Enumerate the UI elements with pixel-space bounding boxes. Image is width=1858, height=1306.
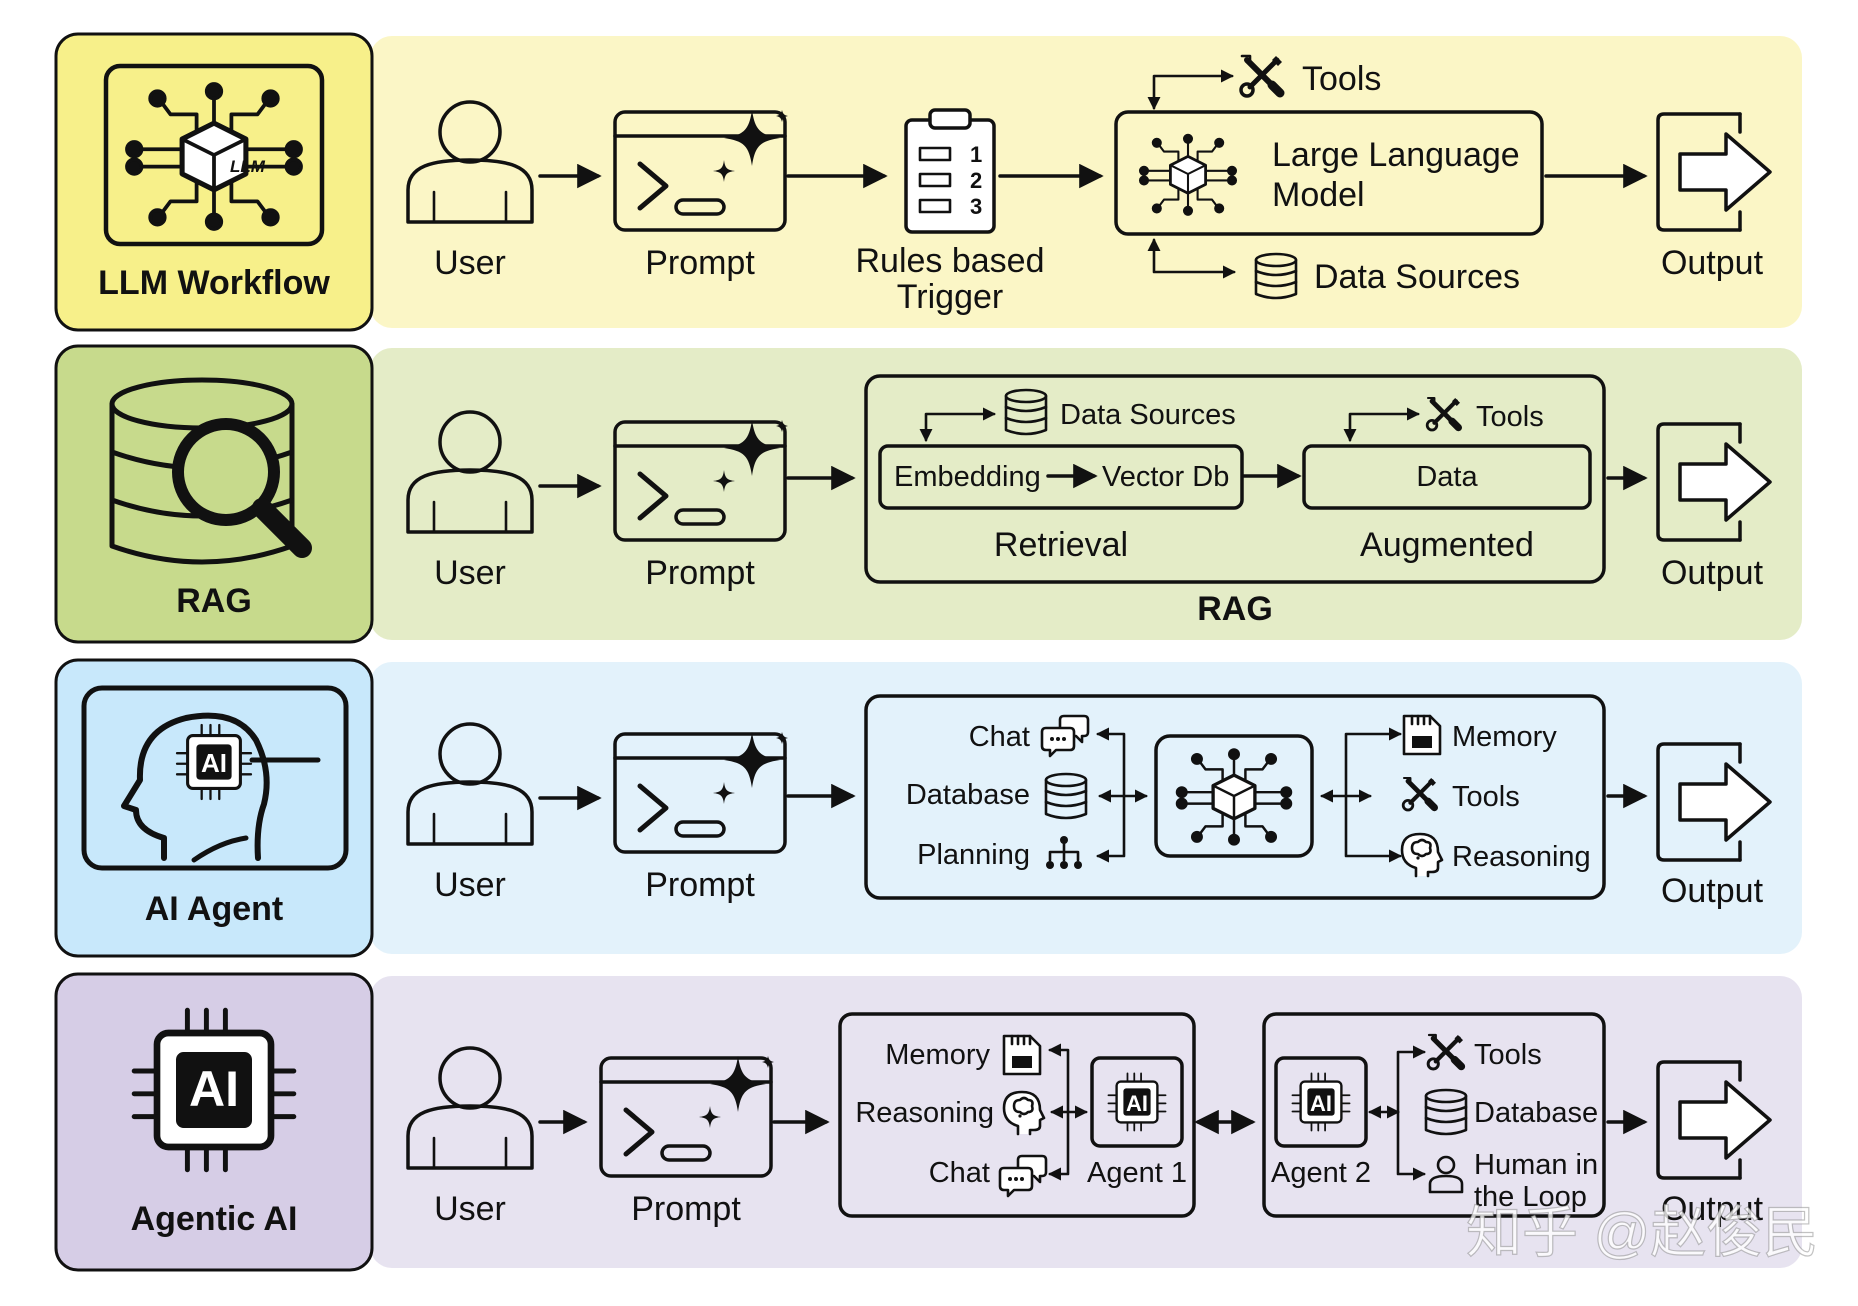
data-label: Data	[1416, 461, 1478, 493]
memory-icon	[1002, 1034, 1042, 1076]
row-band	[370, 36, 1802, 328]
data-sources-label: Data Sources	[1060, 399, 1236, 431]
tools-label: Tools	[1474, 1039, 1542, 1071]
rag-database-search-icon	[109, 377, 312, 565]
llm-network-icon: LLM	[103, 63, 325, 247]
tools-connector	[1147, 69, 1234, 110]
user-label: User	[434, 866, 506, 904]
row-tile	[54, 658, 374, 958]
memory-icon	[1402, 714, 1442, 756]
prompt-label: Prompt	[645, 866, 755, 904]
llm-label-line2: Model	[1272, 176, 1365, 214]
human-label-line1: Human in	[1474, 1149, 1598, 1181]
output-label: Output	[1661, 244, 1764, 282]
rule-num-2: 2	[970, 168, 982, 193]
output-label: Output	[1661, 872, 1764, 910]
reasoning-label: Reasoning	[1452, 841, 1591, 873]
database-label: Database	[906, 779, 1030, 811]
memory-label: Memory	[885, 1039, 990, 1071]
agent2-box	[1262, 1012, 1606, 1218]
tile-chip-label: AI	[189, 1061, 239, 1117]
user-label: User	[434, 244, 506, 282]
vector-db-label: Vector Db	[1102, 461, 1229, 493]
agent2-label: Agent 2	[1271, 1157, 1371, 1189]
agent-box	[864, 694, 1606, 900]
row-ai-agent: AI AI Agent User Prompt Chat Database Pl…	[54, 658, 1802, 958]
output-label: Output	[1661, 554, 1764, 592]
augmented-label: Augmented	[1360, 526, 1534, 564]
tools-label: Tools	[1476, 401, 1544, 433]
agent1-box	[838, 1012, 1196, 1218]
augmented-box	[1302, 444, 1592, 510]
chat-label: Chat	[969, 721, 1030, 753]
tile-chip-label: AI	[201, 748, 227, 778]
output-label: Output	[1661, 1190, 1764, 1228]
tools-label: Tools	[1452, 781, 1520, 813]
tile-chip-label: LLM	[230, 157, 266, 176]
watermark: 知乎 @赵俊民	[1466, 1201, 1818, 1264]
user-label: User	[434, 554, 506, 592]
chat-label: Chat	[929, 1157, 990, 1189]
tools-label: Tools	[1302, 60, 1381, 98]
right-bracket	[1344, 727, 1402, 863]
tools-connector	[1343, 407, 1420, 442]
agent1-label: Agent 1	[1087, 1157, 1187, 1189]
agent-core-box	[1154, 734, 1314, 858]
row-agentic-ai: AI Agentic AI User Prompt Memory Reasoni…	[54, 972, 1802, 1272]
reasoning-label: Reasoning	[855, 1097, 994, 1129]
embedding-label: Embedding	[894, 461, 1041, 493]
rule-num-3: 3	[970, 194, 982, 219]
row-llm-workflow: LLM LLM Workflow User Prompt 1 2 3 Rules…	[54, 32, 1802, 332]
user-label: User	[434, 1190, 506, 1228]
row-title: Agentic AI	[131, 1200, 298, 1238]
agent2-bracket	[1396, 1045, 1426, 1181]
prompt-label: Prompt	[645, 554, 755, 592]
rag-process-box	[864, 374, 1606, 584]
row-title: LLM Workflow	[98, 264, 330, 302]
memory-label: Memory	[1452, 721, 1557, 753]
rules-label-line2: Trigger	[897, 278, 1003, 316]
retrieval-box	[878, 444, 1244, 510]
row-title: AI Agent	[145, 890, 284, 928]
row-band	[370, 348, 1802, 640]
retrieval-label: Retrieval	[994, 526, 1128, 564]
agent1-chip-frame	[1090, 1056, 1184, 1148]
rag-box-title: RAG	[1197, 590, 1273, 628]
agent2-chip-frame	[1274, 1056, 1368, 1148]
prompt-label: Prompt	[645, 244, 755, 282]
data-connector	[919, 407, 996, 442]
data-sources-label: Data Sources	[1314, 258, 1520, 296]
ai-head-icon: AI	[81, 685, 349, 871]
rule-num-1: 1	[970, 142, 982, 167]
row-title: RAG	[176, 582, 252, 620]
human-label-line2: the Loop	[1474, 1181, 1587, 1213]
row-rag: RAG User Prompt Data Sources Tools Embed…	[54, 344, 1802, 644]
database-label: Database	[1474, 1097, 1598, 1129]
agent2-chip-label: AI	[1310, 1091, 1332, 1116]
agent1-chip-label: AI	[1126, 1091, 1148, 1116]
prompt-label: Prompt	[631, 1190, 741, 1228]
data-connector	[1147, 238, 1236, 279]
llm-label-line1: Large Language	[1272, 136, 1520, 174]
rules-label-line1: Rules based	[855, 242, 1044, 280]
planning-label: Planning	[917, 839, 1030, 871]
